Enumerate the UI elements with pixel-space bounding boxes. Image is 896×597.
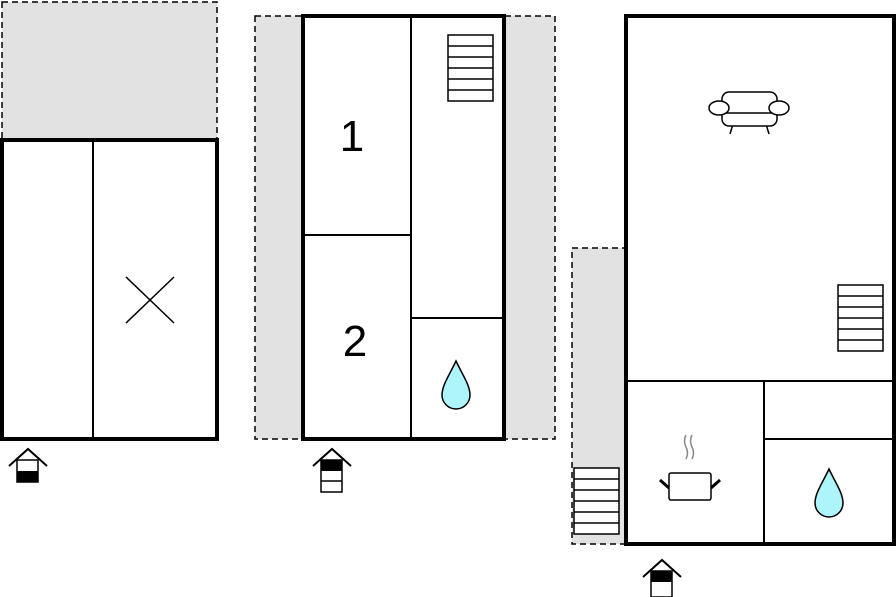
bathroom-water-drop-icon [814,467,844,518]
kitchen-pot-icon [659,434,721,501]
sofa-icon [708,91,790,135]
building-outline [0,138,219,441]
open-space-x-icon [125,276,175,324]
outdoor-stairs-icon [573,467,620,535]
floor-plan-1 [0,1,219,483]
floor-plan-2: 1 2 [254,14,556,493]
floor-bottom-icon [8,447,48,483]
bathroom-water-drop-icon [441,359,471,410]
stairs-icon [837,284,884,352]
floor-top-icon [642,558,682,597]
bedroom-1-label: 1 [340,112,364,161]
outdoor-area [1,1,218,141]
floor-plan-3 [571,14,896,597]
bedroom-2-label: 2 [343,317,367,366]
floor-top-icon [312,447,352,493]
stairs-icon [447,34,494,102]
